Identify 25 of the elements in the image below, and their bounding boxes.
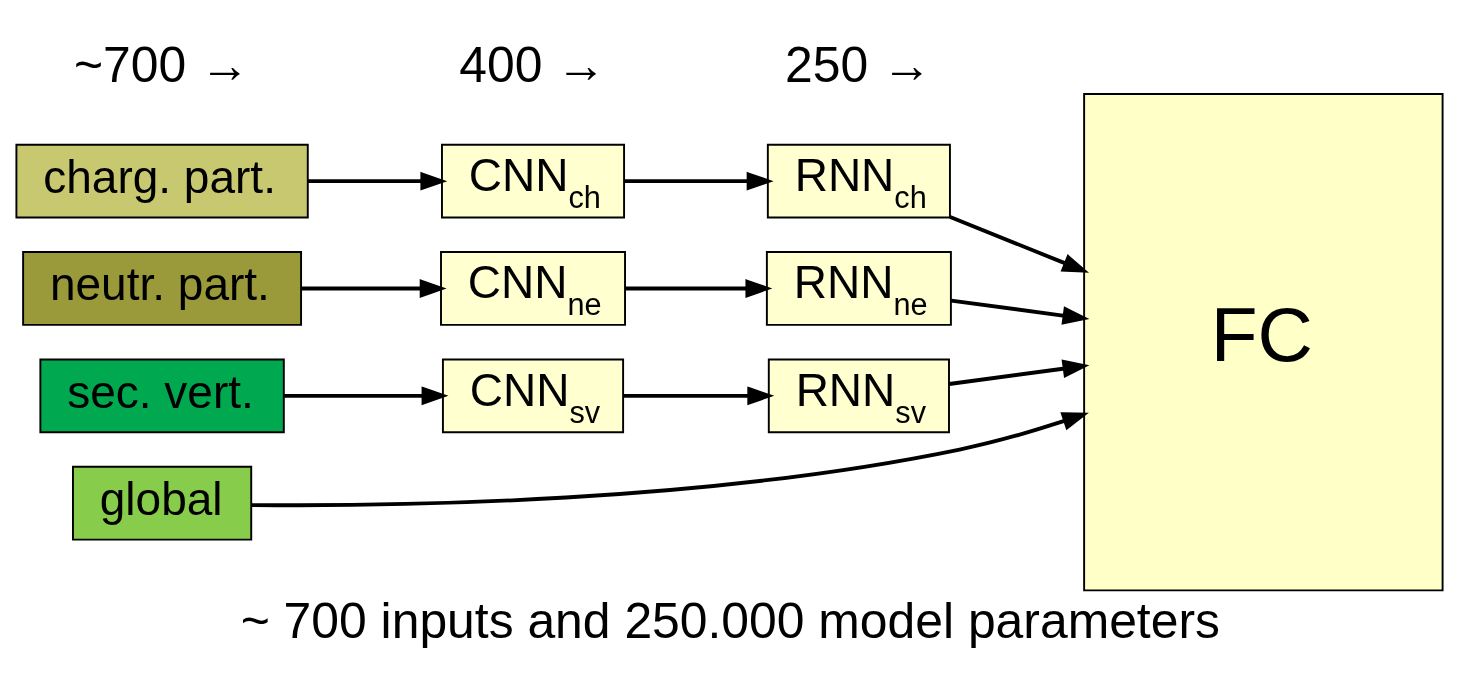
arrow — [949, 214, 1090, 273]
arrow — [625, 278, 773, 298]
node-box: sec. vert. — [39, 357, 285, 433]
label: 400 → — [459, 36, 607, 93]
arrow — [301, 278, 447, 298]
node-box: CNN$_{ne}$ — [440, 250, 626, 326]
arrow — [624, 171, 774, 191]
arrow — [284, 385, 449, 405]
node-box: charg. part. — [15, 143, 309, 219]
node-box: RNN$_{ne}$ — [765, 250, 952, 326]
label: 250 → — [785, 36, 932, 93]
caption: ~ 700 inputs and 250.000 model parameters — [240, 592, 1220, 649]
arrow — [948, 358, 1090, 386]
arrow — [950, 298, 1090, 325]
node-box: RNN$_{ch}$ — [766, 143, 951, 219]
node-box: CNN$_{ch}$ — [441, 143, 626, 219]
arrow — [308, 171, 448, 191]
node-box: RNN$_{sv}$ — [767, 357, 950, 433]
node-box: global — [72, 465, 253, 541]
node-box: neutr. part. — [22, 250, 303, 326]
node-box: FC — [1083, 92, 1444, 591]
node-box: CNN$_{sv}$ — [441, 357, 625, 433]
arrow — [251, 411, 1089, 507]
arrow — [623, 385, 775, 405]
label: ~700 → — [73, 36, 250, 93]
